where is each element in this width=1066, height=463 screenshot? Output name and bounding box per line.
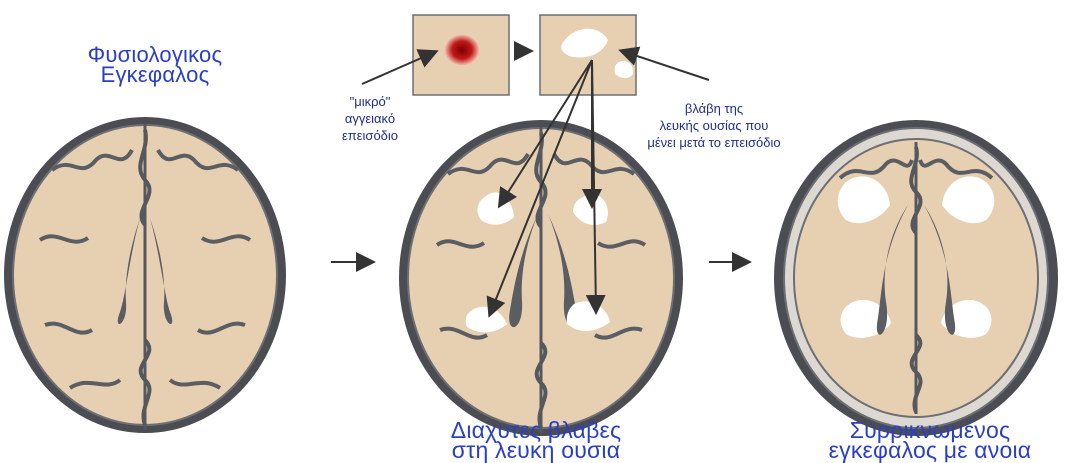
lesion-note: βλάβη της λευκής ουσίας που μένει μετά τ… [623, 100, 805, 151]
middle-caption: Διαχυτες βλαβες στη λευκη ουσια [421, 420, 651, 460]
red-lesion-icon [444, 34, 480, 66]
event-note-line-1: "μικρό" [318, 93, 422, 110]
right-caption: Συρρικνωμένος εγκεφαλος με ανοια [790, 420, 1066, 460]
event-note-line-2: αγγειακό [318, 110, 422, 127]
atrophied-brain [774, 120, 1058, 436]
inset-right-panel [540, 15, 636, 95]
lesion-note-line-1: βλάβη της [623, 100, 805, 117]
lesion-note-line-3: μένει μετά το επεισόδιο [623, 134, 805, 151]
event-note-line-3: επεισόδιο [318, 127, 422, 144]
lesion-note-line-2: λευκής ουσίας που [623, 117, 805, 134]
event-note: "μικρό" αγγειακό επεισόδιο [318, 93, 422, 144]
damaged-brain [399, 120, 683, 436]
normal-brain-title: Φυσιολογικος Εγκεφαλος [60, 45, 250, 85]
right-caption-line-2: εγκεφαλος με ανοια [790, 440, 1066, 460]
normal-brain-title-line-2: Εγκεφαλος [60, 65, 250, 85]
normal-brain [4, 117, 286, 433]
middle-caption-line-2: στη λευκη ουσια [421, 440, 651, 460]
